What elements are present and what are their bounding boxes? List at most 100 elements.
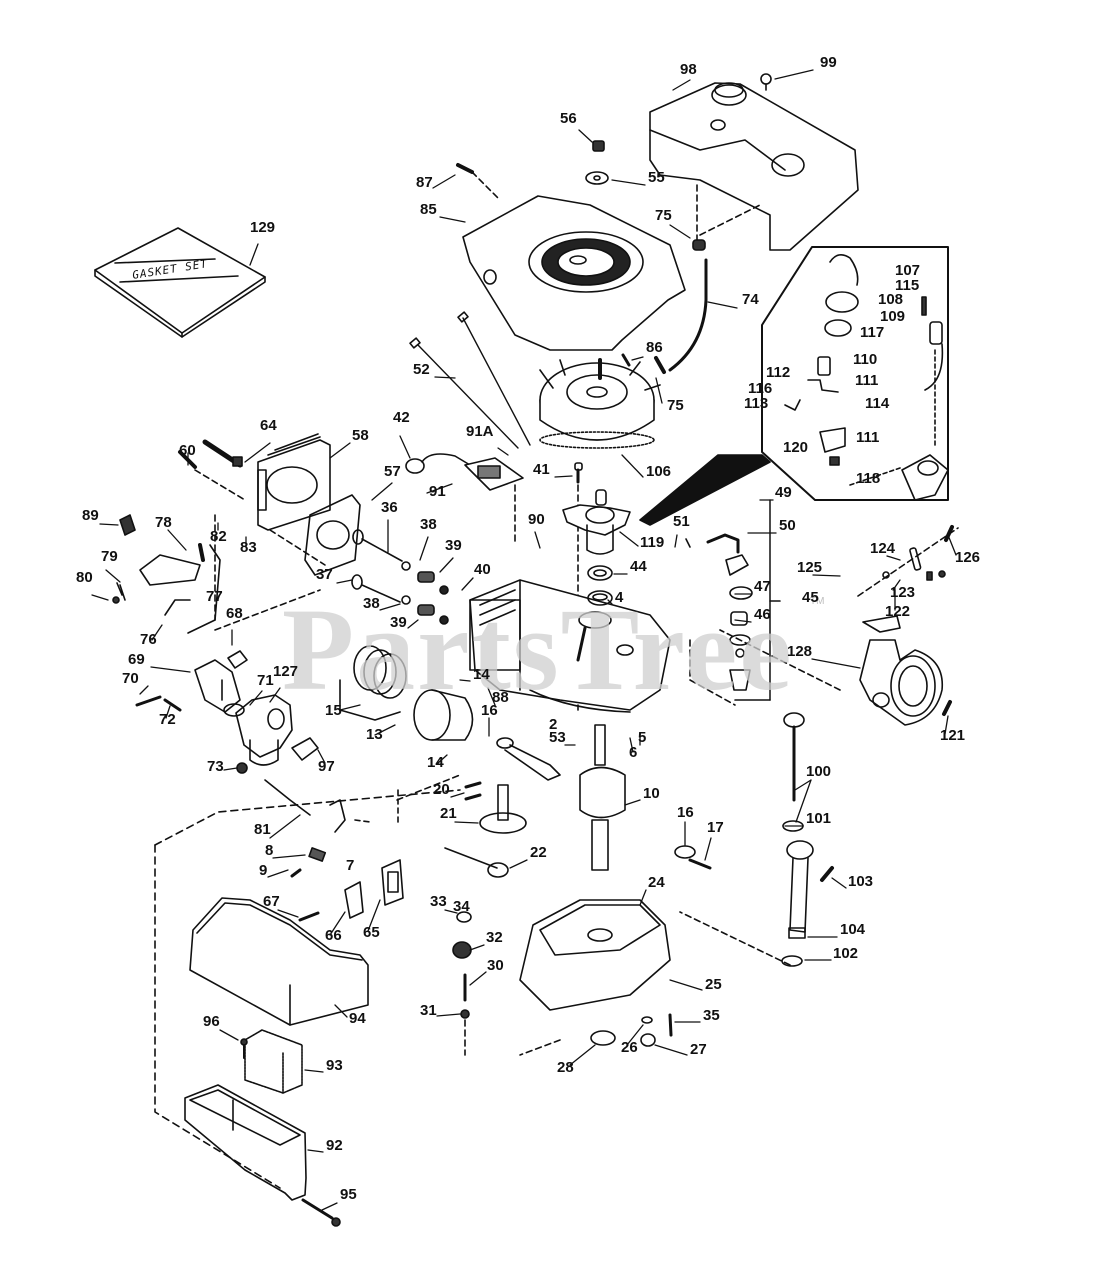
part-callout-101[interactable]: 101 [806,810,832,827]
part-callout-103[interactable]: 103 [848,873,874,890]
part-callout-66[interactable]: 66 [325,927,342,944]
cylinder-head[interactable] [257,433,331,531]
part-callout-88[interactable]: 88 [492,689,509,706]
screw-96[interactable] [240,1038,248,1059]
choke-link-81[interactable] [264,779,311,816]
part-callout-111[interactable]: 111 [855,372,879,389]
breather-assembly[interactable] [685,533,753,691]
part-callout-14[interactable]: 14 [427,754,444,771]
part-callout-98[interactable]: 98 [680,61,697,78]
part-callout-24[interactable]: 24 [648,874,665,891]
fuel-tank[interactable] [649,82,859,251]
part-callout-77[interactable]: 77 [206,588,223,605]
part-callout-126[interactable]: 126 [955,549,981,566]
part-callout-90[interactable]: 90 [528,511,545,528]
part-callout-13[interactable]: 13 [366,726,383,743]
governor-linkage[interactable] [112,514,221,634]
part-callout-27[interactable]: 27 [690,1041,707,1058]
valves[interactable] [351,529,449,625]
part-callout-89[interactable]: 89 [82,507,99,524]
part-callout-82[interactable]: 82 [210,528,227,545]
part-callout-58[interactable]: 58 [352,427,369,444]
part-callout-83[interactable]: 83 [240,539,257,556]
part-callout-91[interactable]: 91 [429,483,446,500]
intake-pipe[interactable] [194,659,241,713]
part-callout-129[interactable]: 129 [250,219,276,236]
spark-plug[interactable] [202,439,243,468]
part-callout-9[interactable]: 9 [259,862,268,879]
part-callout-81[interactable]: 81 [254,821,271,838]
part-callout-37[interactable]: 37 [316,566,333,583]
part-callout-45[interactable]: 45 [802,589,819,606]
part-callout-116[interactable]: 116 [748,380,773,397]
part-callout-75[interactable]: 75 [655,207,672,224]
bolt-70[interactable] [135,695,162,707]
part-callout-41[interactable]: 41 [533,461,550,478]
bolt-35[interactable] [668,1013,673,1037]
crankshaft[interactable] [579,724,626,871]
crankcase-cover[interactable] [519,899,671,1011]
part-callout-118[interactable]: 118 [856,470,881,487]
part-callout-8[interactable]: 8 [265,842,274,859]
part-callout-40[interactable]: 40 [474,561,491,578]
air-cleaner-cover[interactable] [189,897,369,1026]
part-callout-113[interactable]: 113 [744,395,769,412]
part-callout-42[interactable]: 42 [393,409,410,426]
part-callout-93[interactable]: 93 [326,1057,343,1074]
part-callout-99[interactable]: 99 [820,54,837,71]
part-callout-28[interactable]: 28 [557,1059,574,1076]
air-cleaner-base[interactable] [184,1084,307,1201]
part-callout-49[interactable]: 49 [775,484,792,501]
cylinder-block[interactable] [469,579,671,713]
part-callout-34[interactable]: 34 [453,898,470,915]
part-callout-85[interactable]: 85 [420,201,437,218]
governor-arm-22[interactable] [444,847,509,878]
part-callout-56[interactable]: 56 [560,110,577,127]
part-callout-128[interactable]: 128 [787,643,813,660]
oil-seal-44[interactable] [587,565,613,581]
fuel-cap-vent[interactable] [760,73,772,91]
screw-87[interactable] [456,163,474,174]
magneto-bracket[interactable] [562,489,631,555]
part-callout-80[interactable]: 80 [76,569,93,586]
drain-nut-73[interactable] [236,762,248,774]
screw-86[interactable] [621,353,631,367]
part-callout-55[interactable]: 55 [648,169,665,186]
part-callout-10[interactable]: 10 [643,785,660,802]
part-callout-51[interactable]: 51 [673,513,690,530]
part-callout-39[interactable]: 39 [445,537,462,554]
part-callout-102[interactable]: 102 [833,945,859,962]
part-callout-111[interactable]: 111 [856,429,880,446]
oil-fill-tube[interactable] [786,840,814,939]
oil-seal-28[interactable] [590,1030,616,1046]
part-callout-26[interactable]: 26 [621,1039,638,1056]
recoil-starter[interactable] [859,615,944,726]
fuel-line[interactable] [654,239,708,374]
part-callout-119[interactable]: 119 [640,534,665,551]
part-callout-20[interactable]: 20 [433,781,450,798]
part-callout-14[interactable]: 14 [473,666,490,683]
part-callout-112[interactable]: 112 [766,364,791,381]
piston-rings[interactable] [339,645,407,721]
part-callout-94[interactable]: 94 [349,1010,366,1027]
ground-wires[interactable] [409,311,531,449]
bolt-95[interactable] [301,1198,341,1227]
connecting-rod[interactable] [496,737,561,781]
part-callout-107[interactable]: 107 [895,262,921,279]
governor-gear[interactable] [452,911,472,1019]
part-callout-127[interactable]: 127 [273,663,299,680]
flywheel[interactable] [539,358,661,449]
part-callout-52[interactable]: 52 [413,361,430,378]
part-callout-68[interactable]: 68 [226,605,243,622]
tappets[interactable] [464,781,482,801]
part-callout-46[interactable]: 46 [754,606,771,623]
part-callout-123[interactable]: 123 [890,584,916,601]
part-callout-36[interactable]: 36 [381,499,398,516]
part-callout-39[interactable]: 39 [390,614,407,631]
part-callout-60[interactable]: 60 [179,442,196,459]
part-callout-5[interactable]: 5 [638,729,647,746]
part-callout-7[interactable]: 7 [346,857,355,874]
part-callout-75[interactable]: 75 [667,397,684,414]
head-gasket[interactable] [304,494,361,576]
part-callout-15[interactable]: 15 [325,702,342,719]
